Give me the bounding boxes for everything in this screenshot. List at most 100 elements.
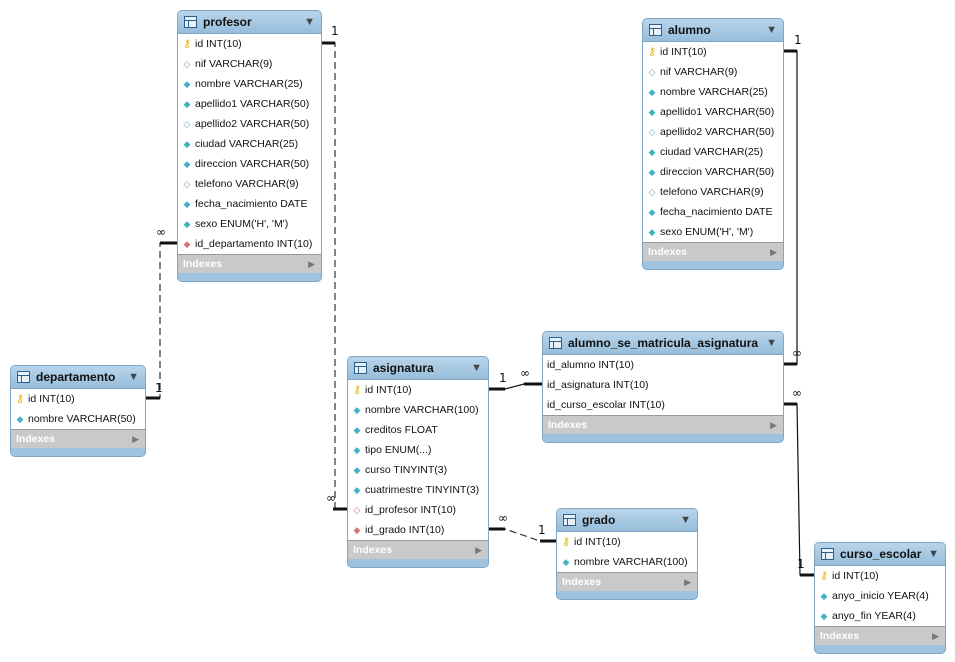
table-menu-arrow-icon[interactable]: ▼: [128, 371, 139, 383]
column-row[interactable]: ◆nombre VARCHAR(100): [348, 400, 488, 420]
column-row[interactable]: ◆nombre VARCHAR(50): [11, 409, 145, 429]
indexes-section[interactable]: Indexes▶: [643, 243, 783, 261]
column-list: ⚷id INT(10)◇nif VARCHAR(9)◆nombre VARCHA…: [643, 41, 783, 243]
table-header[interactable]: curso_escolar▼: [815, 543, 945, 565]
column-row[interactable]: ◆ciudad VARCHAR(25): [178, 134, 321, 154]
table-header[interactable]: asignatura▼: [348, 357, 488, 379]
column-row[interactable]: ◆apellido1 VARCHAR(50): [643, 102, 783, 122]
filled-diamond-icon: ◆: [353, 425, 361, 435]
expand-arrow-icon[interactable]: ▶: [770, 246, 777, 257]
table-profesor[interactable]: profesor▼⚷id INT(10)◇nif VARCHAR(9)◆nomb…: [177, 10, 322, 282]
column-label: telefono VARCHAR(9): [660, 186, 764, 198]
expand-arrow-icon[interactable]: ▶: [684, 576, 691, 587]
column-row[interactable]: ⚷id INT(10): [643, 42, 783, 62]
column-row[interactable]: ◆anyo_inicio YEAR(4): [815, 586, 945, 606]
table-alumno-se-matricula-asignatura[interactable]: alumno_se_matricula_asignatura▼id_alumno…: [542, 331, 784, 443]
column-row[interactable]: ◇id_profesor INT(10): [348, 500, 488, 520]
column-row[interactable]: ◇apellido2 VARCHAR(50): [643, 122, 783, 142]
column-row[interactable]: ◇ telefono VARCHAR(9): [643, 182, 783, 202]
column-row[interactable]: ◇apellido2 VARCHAR(50): [178, 114, 321, 134]
hollow-diamond-icon: ◇: [648, 187, 656, 197]
column-row[interactable]: ⚷id INT(10): [557, 532, 697, 552]
table-header[interactable]: alumno_se_matricula_asignatura▼: [543, 332, 783, 354]
column-label: ciudad VARCHAR(25): [195, 138, 299, 150]
expand-arrow-icon[interactable]: ▶: [132, 433, 139, 444]
column-row[interactable]: id_alumno INT(10): [543, 355, 783, 375]
table-alumno[interactable]: alumno▼⚷id INT(10)◇nif VARCHAR(9)◆nombre…: [642, 18, 784, 270]
column-row[interactable]: ◆direccion VARCHAR(50): [643, 162, 783, 182]
column-row[interactable]: ◆nombre VARCHAR(25): [643, 82, 783, 102]
key-icon: ⚷: [819, 570, 829, 582]
relationship-matricula-alumno[interactable]: 1 ∞: [783, 33, 802, 366]
indexes-section[interactable]: Indexes▶: [815, 627, 945, 645]
relationship-matricula-asignatura[interactable]: 1 ∞: [488, 366, 543, 391]
cardinality-many-label: ∞: [520, 366, 530, 380]
table-grado[interactable]: grado▼⚷id INT(10)◆nombre VARCHAR(100)Ind…: [556, 508, 698, 600]
hollow-diamond-icon: ◇: [183, 179, 191, 189]
table-curso-escolar[interactable]: curso_escolar▼⚷id INT(10)◆anyo_inicio YE…: [814, 542, 946, 654]
column-label: id INT(10): [28, 393, 75, 405]
table-menu-arrow-icon[interactable]: ▼: [471, 362, 482, 374]
table-departamento[interactable]: departamento▼⚷id INT(10)◆nombre VARCHAR(…: [10, 365, 146, 457]
expand-arrow-icon[interactable]: ▶: [475, 544, 482, 555]
expand-arrow-icon[interactable]: ▶: [308, 258, 315, 269]
table-header[interactable]: departamento▼: [11, 366, 145, 388]
table-menu-arrow-icon[interactable]: ▼: [766, 337, 777, 349]
filled-diamond-icon: ◆: [820, 611, 828, 621]
table-footer: [643, 261, 783, 269]
column-row[interactable]: ⚷id INT(10): [348, 380, 488, 400]
column-row[interactable]: ◆anyo_fin YEAR(4): [815, 606, 945, 626]
column-row[interactable]: ◇nif VARCHAR(9): [643, 62, 783, 82]
column-row[interactable]: id_curso_escolar INT(10): [543, 395, 783, 415]
expand-arrow-icon[interactable]: ▶: [770, 419, 777, 430]
filled-diamond-icon: ◆: [353, 445, 361, 455]
table-menu-arrow-icon[interactable]: ▼: [766, 24, 777, 36]
column-row[interactable]: ⚷id INT(10): [815, 566, 945, 586]
column-row[interactable]: ◆fecha_nacimiento DATE: [643, 202, 783, 222]
column-row[interactable]: ⚷id INT(10): [11, 389, 145, 409]
table-footer: [815, 645, 945, 653]
column-row[interactable]: ◇telefono VARCHAR(9): [178, 174, 321, 194]
column-row[interactable]: ◆fecha_nacimiento DATE: [178, 194, 321, 214]
column-row[interactable]: ◆id_departamento INT(10): [178, 234, 321, 254]
key-icon: ⚷: [561, 536, 571, 548]
table-header[interactable]: alumno▼: [643, 19, 783, 41]
column-row[interactable]: ◆ciudad VARCHAR(25): [643, 142, 783, 162]
column-row[interactable]: ◆nombre VARCHAR(100): [557, 552, 697, 572]
filled-diamond-icon: ◆: [183, 159, 191, 169]
table-header[interactable]: profesor▼: [178, 11, 321, 33]
column-row[interactable]: ◆cuatrimestre TINYINT(3): [348, 480, 488, 500]
column-label: nombre VARCHAR(25): [195, 78, 303, 90]
relationship-asignatura-grado[interactable]: ∞ 1: [488, 511, 557, 543]
indexes-section[interactable]: Indexes▶: [543, 416, 783, 434]
table-asignatura[interactable]: asignatura▼⚷id INT(10)◆nombre VARCHAR(10…: [347, 356, 489, 568]
indexes-section[interactable]: Indexes▶: [348, 541, 488, 559]
expand-arrow-icon[interactable]: ▶: [932, 630, 939, 641]
column-row[interactable]: ◆id_grado INT(10): [348, 520, 488, 540]
column-row[interactable]: ◆sexo ENUM('H', 'M'): [643, 222, 783, 242]
column-row[interactable]: ◆curso TINYINT(3): [348, 460, 488, 480]
column-row[interactable]: ⚷id INT(10): [178, 34, 321, 54]
filled-diamond-icon: ◆: [183, 99, 191, 109]
column-row[interactable]: ◆sexo ENUM('H', 'M'): [178, 214, 321, 234]
indexes-section[interactable]: Indexes▶: [178, 255, 321, 273]
indexes-section[interactable]: Indexes▶: [557, 573, 697, 591]
column-row[interactable]: ◆direccion VARCHAR(50): [178, 154, 321, 174]
column-row[interactable]: id_asignatura INT(10): [543, 375, 783, 395]
indexes-section[interactable]: Indexes▶: [11, 430, 145, 448]
hollow-diamond-icon: ◇: [648, 67, 656, 77]
relationship-matricula-curso-escolar[interactable]: ∞ 1: [783, 386, 815, 577]
table-menu-arrow-icon[interactable]: ▼: [928, 548, 939, 560]
relationship-asignatura-profesor[interactable]: 1 ∞: [321, 24, 348, 511]
column-label: ciudad VARCHAR(25): [660, 146, 764, 158]
column-row[interactable]: ◇nif VARCHAR(9): [178, 54, 321, 74]
column-row[interactable]: ◆creditos FLOAT: [348, 420, 488, 440]
column-row[interactable]: ◆nombre VARCHAR(25): [178, 74, 321, 94]
cardinality-one-label: 1: [331, 24, 339, 38]
table-menu-arrow-icon[interactable]: ▼: [304, 16, 315, 28]
table-menu-arrow-icon[interactable]: ▼: [680, 514, 691, 526]
column-row[interactable]: ◆tipo ENUM(...): [348, 440, 488, 460]
column-row[interactable]: ◆apellido1 VARCHAR(50): [178, 94, 321, 114]
table-header[interactable]: grado▼: [557, 509, 697, 531]
relationship-profesor-departamento[interactable]: ∞ 1: [146, 225, 178, 400]
